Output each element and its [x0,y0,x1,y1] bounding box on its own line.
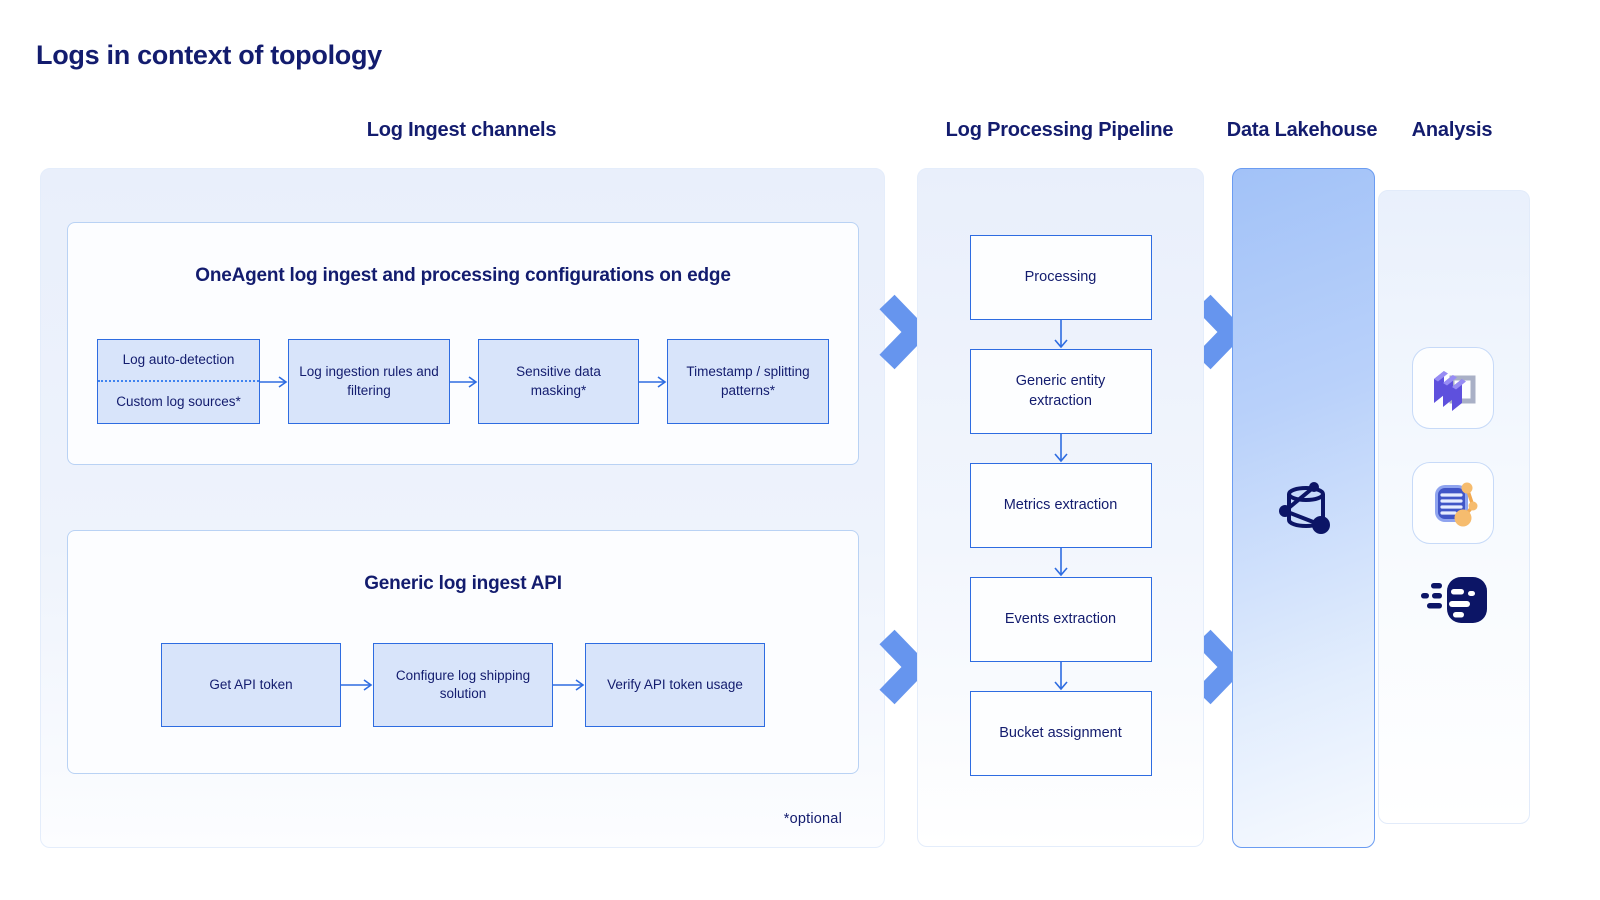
arrow-down-icon [1053,320,1068,349]
fast-data-icon [1421,577,1487,623]
arrow-down-icon [1053,434,1068,463]
arrow-right-icon [260,375,288,388]
oneagent-group-title: OneAgent log ingest and processing confi… [195,265,731,286]
pipeline-step-metrics-extraction: Metrics extraction [969,463,1152,548]
generic-api-steps-row: Get API token Configure log shipping sol… [68,643,858,727]
step-log-ingestion-rules: Log ingestion rules and filtering [288,339,450,424]
grail-database-icon [1279,482,1330,534]
chevron-right-icon [879,629,929,705]
cube-app-icon [1434,371,1476,411]
step-log-auto-detection: Log auto-detection Custom log sources* [97,339,260,424]
step-log-auto-detection-top: Log auto-detection [98,340,259,382]
oneagent-edge-group: OneAgent log ingest and processing confi… [67,222,859,465]
step-configure-log-shipping: Configure log shipping solution [373,643,553,727]
oneagent-steps-row: Log auto-detection Custom log sources* L… [68,339,858,424]
generic-api-group-title: Generic log ingest API [364,573,562,594]
notebook-graph-icon [1435,482,1478,527]
arrow-right-icon [639,375,667,388]
pipeline-step-generic-entity-extraction: Generic entity extraction [969,349,1152,434]
arrow-right-icon [553,679,585,691]
analysis-app-card [1412,462,1494,544]
data-lakehouse-panel [1232,168,1375,848]
arrow-right-icon [341,679,373,691]
processing-pipeline-panel: Processing Generic entity extraction Met… [917,168,1204,847]
header-log-processing-pipeline: Log Processing Pipeline [945,119,1174,141]
analysis-app-card [1412,347,1494,429]
header-analysis: Analysis [1411,119,1493,141]
generic-api-group: Generic log ingest API Get API token Con… [67,530,859,774]
pipeline-steps-stack: Processing Generic entity extraction Met… [918,235,1203,776]
step-get-api-token: Get API token [161,643,341,727]
chevron-right-icon [879,294,929,370]
header-data-lakehouse: Data Lakehouse [1226,119,1378,141]
ingest-channels-panel: OneAgent log ingest and processing confi… [40,168,885,848]
pipeline-step-processing: Processing [969,235,1152,320]
step-verify-api-token: Verify API token usage [585,643,765,727]
arrow-right-icon [450,375,478,388]
header-log-ingest-channels: Log Ingest channels [366,119,557,141]
pipeline-step-bucket-assignment: Bucket assignment [969,691,1152,776]
step-custom-log-sources: Custom log sources* [116,394,241,410]
optional-footnote: *optional [783,811,842,827]
arrow-down-icon [1053,548,1068,577]
arrow-down-icon [1053,662,1068,691]
pipeline-step-events-extraction: Events extraction [969,577,1152,662]
analysis-panel [1378,190,1530,824]
page-title: Logs in context of topology [36,40,382,70]
analysis-icon-wrapper [1418,574,1490,628]
step-timestamp-splitting: Timestamp / splitting patterns* [667,339,829,424]
step-sensitive-data-masking: Sensitive data masking* [478,339,639,424]
